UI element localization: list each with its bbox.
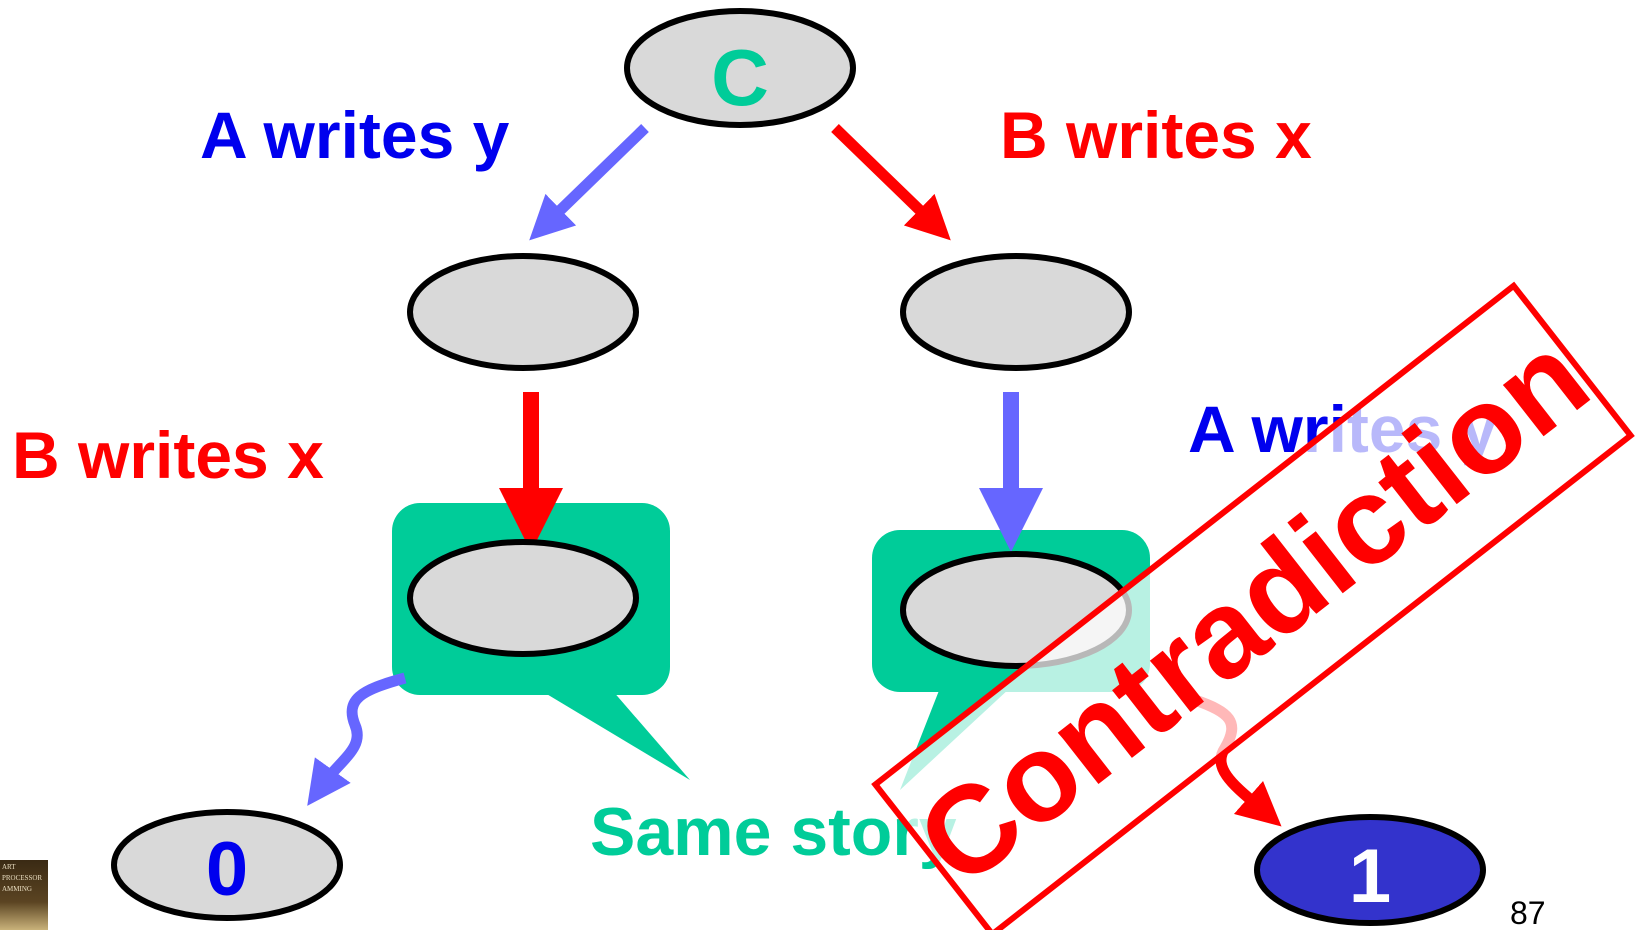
lower-left-node — [407, 539, 639, 657]
page-number: 87 — [1510, 895, 1546, 931]
leaf-node-0-label: 0 — [206, 827, 248, 912]
middle-left-node — [407, 253, 639, 371]
edge-label-top-left: A writes y — [200, 98, 510, 172]
book-thumbnail-line-3: AMMING — [2, 885, 32, 893]
book-cover-thumbnail: ART PROCESSOR AMMING — [0, 860, 48, 930]
arrow-top-left — [529, 124, 649, 241]
middle-right-node — [900, 253, 1132, 371]
root-node-label: C — [711, 33, 769, 122]
book-thumbnail-line-1: ART — [2, 863, 16, 871]
book-thumbnail-line-2: PROCESSOR — [2, 874, 43, 882]
leaf-node-1: 1 — [1254, 814, 1486, 926]
leaf-node-0: 0 — [111, 809, 343, 921]
arrow-top-right — [831, 124, 951, 241]
squiggle-arrow-left — [307, 672, 407, 806]
edge-label-top-right: B writes x — [1000, 98, 1312, 172]
leaf-node-1-label: 1 — [1349, 834, 1391, 919]
edge-label-mid-left: B writes x — [12, 418, 324, 492]
root-node: C — [624, 8, 856, 128]
